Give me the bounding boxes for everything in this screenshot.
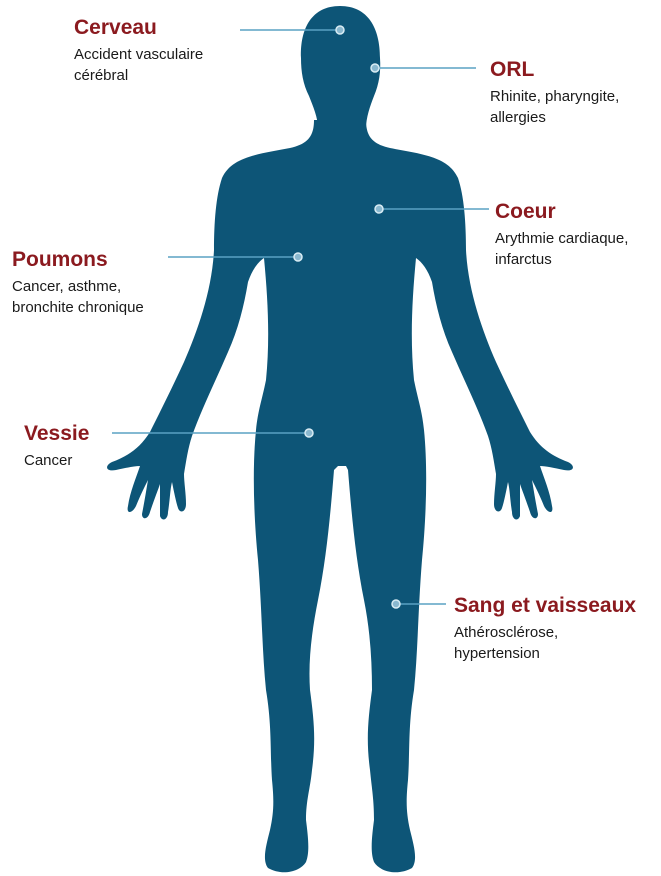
sang-title: Sang et vaisseaux [454,594,636,618]
sang-label: Sang et vaisseaux Athérosclérose, hypert… [454,594,636,664]
orl-desc-line: allergies [490,107,619,128]
poumons-label: Poumons Cancer, asthme, bronchite chroni… [12,248,144,318]
orl-desc-line: Rhinite, pharyngite, [490,86,619,107]
cerveau-title: Cerveau [74,16,203,40]
vessie-title: Vessie [24,422,89,446]
vessie-desc-line: Cancer [24,450,89,471]
cerveau-description: Accident vasculaire cérébral [74,44,203,86]
cerveau-desc-line: Accident vasculaire [74,44,203,65]
orl-description: Rhinite, pharyngite, allergies [490,86,619,128]
sang-desc-line: hypertension [454,643,636,664]
coeur-label: Coeur Arythmie cardiaque, infarctus [495,200,628,270]
poumons-title: Poumons [12,248,144,272]
head [301,6,380,128]
coeur-desc-line: Arythmie cardiaque, [495,228,628,249]
orl-title: ORL [490,58,619,82]
coeur-title: Coeur [495,200,628,224]
orl-label: ORL Rhinite, pharyngite, allergies [490,58,619,128]
cerveau-label: Cerveau Accident vasculaire cérébral [74,16,203,86]
sang-desc-line: Athérosclérose, [454,622,636,643]
coeur-description: Arythmie cardiaque, infarctus [495,228,628,270]
cerveau-desc-line: cérébral [74,65,203,86]
sang-description: Athérosclérose, hypertension [454,622,636,664]
poumons-desc-line: bronchite chronique [12,297,144,318]
vessie-label: Vessie Cancer [24,422,89,471]
poumons-desc-line: Cancer, asthme, [12,276,144,297]
vessie-description: Cancer [24,450,89,471]
coeur-desc-line: infarctus [495,249,628,270]
poumons-description: Cancer, asthme, bronchite chronique [12,276,144,318]
